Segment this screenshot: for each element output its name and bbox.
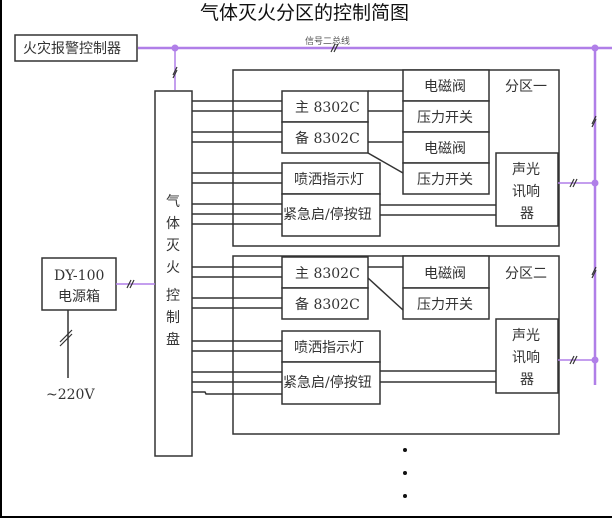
mains-supply-label: ~220V [46,387,95,403]
zone-2-wires [192,266,496,395]
control-panel-label: 气 体 灭 火 控 制 盘 [166,194,180,348]
zone-1-wires [192,90,496,225]
svg-text:声光: 声光 [512,162,540,178]
bus-junction-node [591,179,599,187]
svg-text:备 8302C: 备 8302C [295,130,360,147]
svg-text:喷洒指示灯: 喷洒指示灯 [294,172,364,188]
zone-2-alarm-slash-icon [569,355,578,365]
svg-text:器: 器 [520,206,534,222]
diagram-title: 气体灭火分区的控制简图 [200,2,409,24]
zone-2-pressure-switch [402,287,490,320]
zone-1-backup-module [281,121,369,154]
svg-text:紧急启/停按钮: 紧急启/停按钮 [283,206,372,223]
svg-text:电磁阀: 电磁阀 [424,79,466,95]
zone-1-pressure-switch-2 [402,162,490,195]
svg-text:压力开关: 压力开关 [417,297,473,313]
zone-2-solenoid-valve [402,255,490,289]
svg-text:火: 火 [166,260,180,276]
zone-1-alarm-slash-icon [569,178,578,188]
svg-text:备 8302C: 备 8302C [295,296,360,313]
control-panel-box [154,90,193,457]
zone-2-emergency-button [281,361,381,405]
svg-text:器: 器 [520,372,534,388]
svg-text:压力开关: 压力开关 [417,172,473,188]
bus-slash-icon [330,43,339,53]
svg-text:主 8302C: 主 8302C [295,100,360,116]
svg-text:喷洒指示灯: 喷洒指示灯 [294,340,364,356]
svg-text:控: 控 [166,288,180,304]
power-box-name: 电源箱 [58,289,100,305]
svg-text:气: 气 [166,194,180,210]
svg-text:讯响: 讯响 [512,350,540,366]
zone-2-name: 分区二 [505,266,547,282]
svg-text:主 8302C: 主 8302C [295,266,360,282]
svg-text:压力开关: 压力开关 [417,110,473,126]
zone-1-emergency-button [281,193,381,237]
svg-text:声光: 声光 [512,328,540,344]
svg-text:体: 体 [166,216,180,232]
fire-alarm-controller-box [14,34,138,62]
bus-junction-node [591,356,599,364]
power-feed-slash-icon [126,279,135,289]
svg-text:盘: 盘 [166,331,180,348]
zone-2-audible-visual-alarm [495,318,559,394]
zone-2-spray-light [281,330,381,363]
bus-label: 信号二总线 [305,35,350,47]
zone-1-main-module [281,90,369,123]
zone-1-audible-visual-alarm [495,152,559,227]
zone-1-solenoid-valve-1 [402,69,490,102]
mains-slash-icon [59,329,73,347]
riser-slash-icon [591,266,597,279]
panel-feed-slash-icon [172,66,178,79]
zone-2-main-module [281,256,369,289]
zone-1-pressure-switch-1 [402,100,490,133]
riser-slash-icon [591,115,597,128]
zone-1-name: 分区一 [505,79,547,95]
power-box-model: DY-100 [54,268,104,284]
svg-text:电磁阀: 电磁阀 [424,266,466,282]
svg-text:电磁阀: 电磁阀 [424,141,466,157]
zone-2-backup-module [281,287,369,320]
svg-text:制: 制 [166,310,180,326]
continuation-ellipsis-icon [403,448,407,498]
fire-alarm-controller-label: 火灾报警控制器 [23,40,121,57]
zone-1-spray-light [281,162,381,195]
zone-1: 电磁阀 压力开关 电磁阀 压力开关 分区一 主 8302C 备 8302C 喷洒… [192,69,599,247]
zone-1-solenoid-valve-2 [402,131,490,164]
svg-text:紧急启/停按钮: 紧急启/停按钮 [283,374,372,391]
zone-2: 电磁阀 压力开关 分区二 主 8302C 备 8302C 喷洒指示灯 紧急启/停… [192,255,599,435]
svg-text:灭: 灭 [166,238,180,254]
svg-text:讯响: 讯响 [512,184,540,200]
